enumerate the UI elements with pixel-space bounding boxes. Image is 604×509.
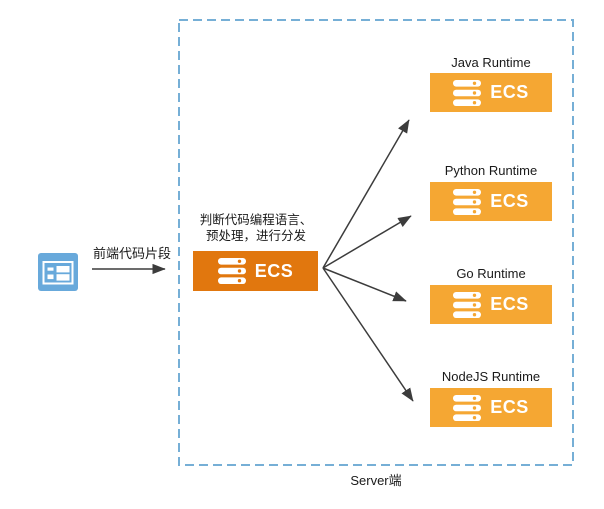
- arrow-dispatch-java: [322, 119, 410, 269]
- browser-window-icon: [38, 253, 78, 291]
- server-stack-icon: [217, 258, 246, 284]
- runtime-ecs-box-nodejs: ECS: [430, 388, 552, 427]
- server-stack-icon: [453, 79, 482, 106]
- dispatcher-ecs-box: ECS: [193, 251, 318, 291]
- server-stack-icon: [453, 291, 482, 318]
- server-boundary-label: Server端: [350, 473, 402, 488]
- runtime-ecs-box-go: ECS: [430, 285, 552, 324]
- runtime-ecs-box-python: ECS: [430, 182, 552, 221]
- arrow-dispatch-nodejs: [322, 267, 414, 402]
- arrow-dispatch-go: [322, 267, 407, 302]
- runtime-ecs-label: ECS: [490, 294, 529, 314]
- runtime-ecs-label: ECS: [490, 397, 529, 417]
- dispatcher-note: 判断代码编程语言、 预处理，进行分发: [183, 213, 329, 244]
- server-stack-icon: [453, 394, 482, 421]
- runtime-title-python: Python Runtime: [444, 163, 538, 178]
- client-arrow-label: 前端代码片段: [92, 246, 171, 261]
- dispatcher-note-line2: 预处理，进行分发: [205, 228, 306, 243]
- runtime-title-nodejs: NodeJS Runtime: [441, 369, 541, 384]
- runtime-title-java: Java Runtime: [451, 55, 531, 70]
- runtime-ecs-label: ECS: [490, 191, 529, 211]
- server-stack-icon: [453, 188, 482, 215]
- arrow-dispatch-python: [322, 215, 412, 269]
- runtime-ecs-box-java: ECS: [430, 73, 552, 112]
- dispatcher-note-line1: 判断代码编程语言、: [199, 213, 313, 227]
- runtime-ecs-label: ECS: [490, 82, 529, 102]
- dispatcher-ecs-label: ECS: [254, 260, 294, 281]
- runtime-title-go: Go Runtime: [456, 266, 526, 281]
